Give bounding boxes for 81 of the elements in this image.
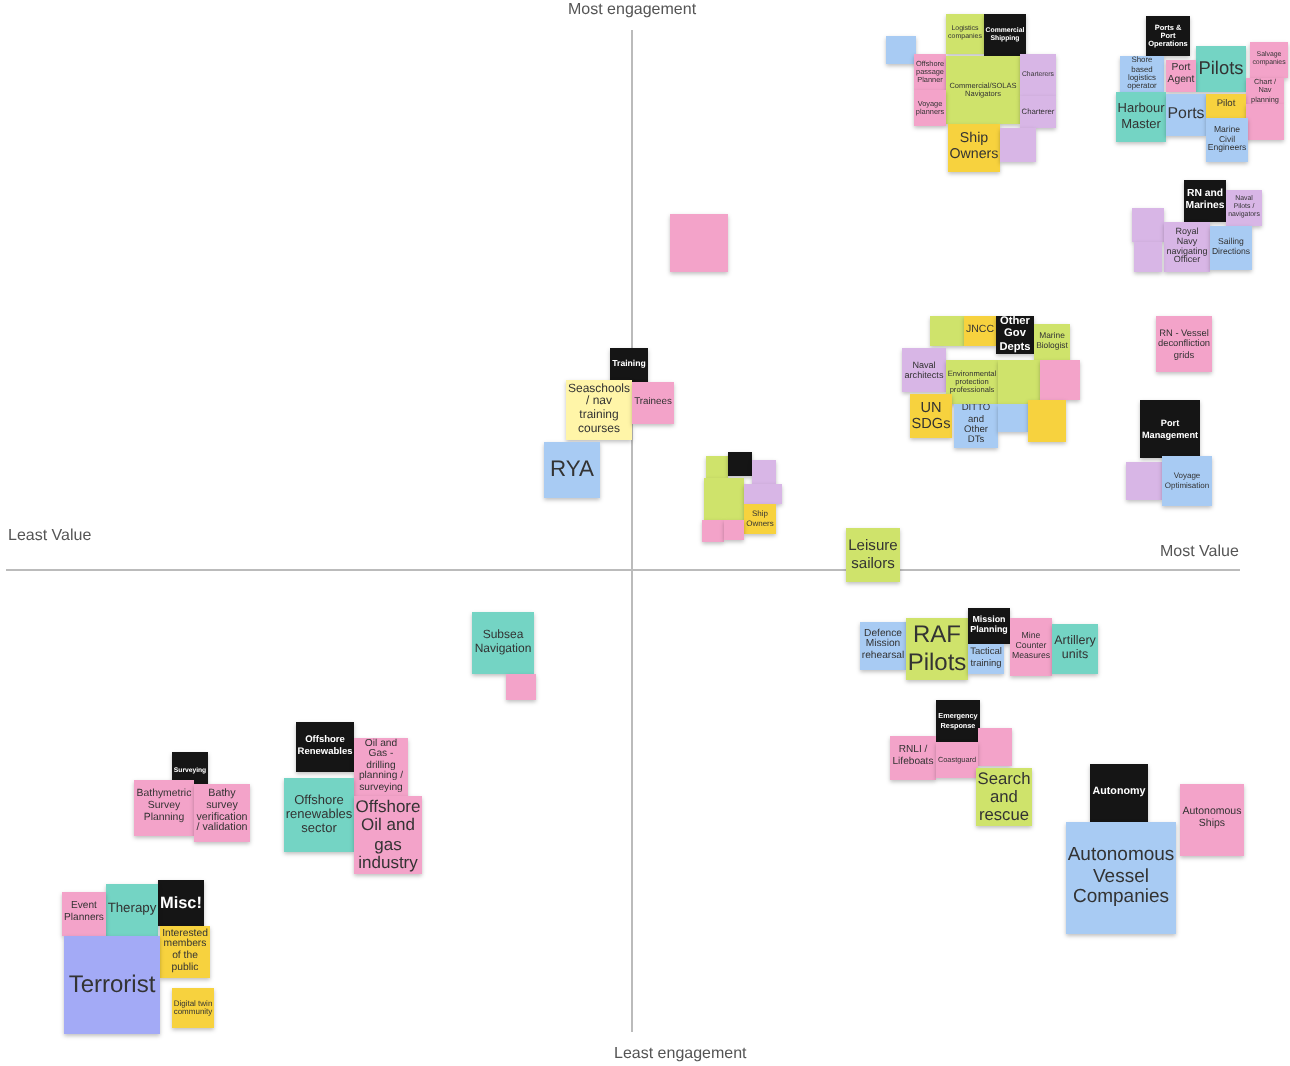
sticky-note: [846, 528, 900, 582]
sticky-note: [936, 700, 980, 742]
sticky-note: [744, 484, 782, 504]
sticky-note: [670, 214, 728, 272]
sticky-note: [472, 612, 534, 674]
sticky-note: [1162, 456, 1212, 506]
note-text: RYA: [548, 457, 596, 483]
note-text: RAF Pilots: [906, 622, 968, 676]
sticky-note: [752, 460, 776, 484]
axis-label: Least engagement: [614, 1044, 747, 1062]
sticky-note: [1000, 128, 1036, 162]
sticky-note: [948, 124, 1000, 172]
sticky-note: [632, 382, 674, 424]
sticky-note: [1090, 764, 1148, 822]
sticky-note: [1180, 784, 1244, 856]
sticky-note: [1028, 400, 1066, 442]
note-text: Terrorist: [66, 971, 158, 999]
sticky-note: [914, 90, 946, 126]
sticky-note: [978, 728, 1012, 766]
sticky-note: [998, 360, 1040, 404]
sticky-note: [1034, 324, 1070, 360]
sticky-note: [106, 884, 158, 936]
sticky-note: [890, 736, 936, 780]
sticky-note: [610, 348, 648, 382]
sticky-note: [936, 742, 978, 778]
sticky-note: [724, 520, 744, 540]
axis-label: Most engagement: [568, 0, 697, 18]
sticky-note: [706, 456, 728, 478]
note-text: Offshore Oil and gas industry: [354, 797, 422, 873]
sticky-note: [284, 778, 354, 852]
sticky-note: [728, 452, 752, 476]
sticky-note: [1156, 316, 1212, 372]
sticky-note: [1196, 46, 1246, 92]
sticky-note: [946, 14, 984, 54]
sticky-note: [172, 988, 214, 1028]
sticky-note: [1166, 94, 1206, 136]
note-text: Misc!: [158, 893, 204, 912]
sticky-note: [296, 722, 354, 772]
sticky-note: [1066, 822, 1176, 934]
sticky-note: [1126, 462, 1162, 500]
sticky-note: [64, 936, 160, 1034]
sticky-note: [1184, 180, 1226, 222]
sticky-note: [1132, 208, 1164, 242]
sticky-note: [1250, 42, 1288, 78]
sticky-note: [1040, 360, 1080, 400]
sticky-note: [1134, 242, 1162, 272]
sticky-note: [702, 520, 724, 542]
sticky-note: [744, 504, 776, 534]
sticky-note: [1116, 92, 1166, 142]
sticky-note: [544, 442, 600, 498]
note-text: Search and rescue: [976, 769, 1032, 825]
axis-label: Most Value: [1160, 542, 1239, 560]
sticky-note: [506, 674, 536, 700]
sticky-note: [1052, 624, 1098, 674]
sticky-note: [930, 316, 964, 346]
sticky-note: [1010, 618, 1052, 676]
sticky-note: [1226, 190, 1262, 226]
sticky-note: [62, 892, 106, 936]
sticky-note: [860, 622, 906, 670]
sticky-note: [1246, 104, 1284, 140]
sticky-note: [704, 478, 744, 520]
note-text: Pilots: [1196, 58, 1246, 80]
sticky-note: [968, 608, 1010, 644]
sticky-note: [1020, 54, 1056, 96]
sticky-note: [1206, 118, 1248, 162]
sticky-note: [1146, 16, 1190, 56]
sticky-note: [1140, 400, 1200, 458]
sticky-note: [886, 36, 916, 64]
sticky-note: [946, 360, 998, 404]
sticky-note: [158, 880, 204, 926]
sticky-note: [134, 780, 194, 836]
sticky-note: [1210, 226, 1252, 270]
sticky-note: [984, 14, 1026, 56]
sticky-note: [964, 316, 996, 346]
sticky-note: [1020, 96, 1056, 128]
sticky-note: [1206, 94, 1246, 118]
sticky-note: [998, 404, 1028, 432]
note-text: Autonomous Vessel Companies: [1066, 846, 1176, 910]
sticky-note: [902, 348, 946, 392]
axis-label: Least Value: [8, 526, 92, 544]
sticky-note: [946, 56, 1020, 124]
